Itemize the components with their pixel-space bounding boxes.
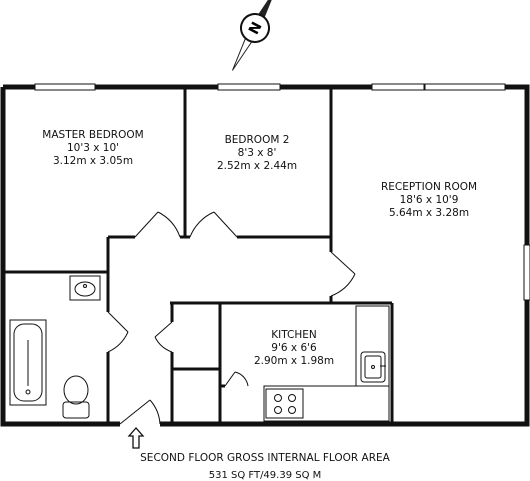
- room-imperial: 8'3 x 8': [237, 147, 277, 159]
- room-metric: 3.12m x 3.05m: [52, 155, 134, 167]
- room-name: RECEPTION ROOM: [380, 181, 478, 193]
- doors: [107, 211, 356, 425]
- room-metric: 2.52m x 2.44m: [216, 160, 298, 172]
- room-metric: 5.64m x 3.28m: [388, 207, 470, 219]
- room-label-kitchen: KITCHEN 9'6 x 6'6 2.90m x 1.98m: [254, 329, 334, 368]
- room-name: BEDROOM 2: [224, 134, 290, 146]
- room-name: MASTER BEDROOM: [42, 129, 144, 141]
- bath-icon: [9, 319, 47, 406]
- room-imperial: 9'6 x 6'6: [271, 342, 317, 354]
- hob-icon: [265, 388, 304, 419]
- floor-area-title: SECOND FLOOR GROSS INTERNAL FLOOR AREA: [140, 452, 390, 464]
- room-label-reception-room: RECEPTION ROOM 18'6 x 10'9 5.64m x 3.28m: [381, 181, 477, 220]
- room-imperial: 10'3 x 10': [66, 142, 120, 154]
- entrance-arrow-icon: [127, 427, 145, 449]
- toilet-icon: [62, 375, 90, 419]
- room-imperial: 18'6 x 10'9: [399, 194, 459, 206]
- room-metric: 2.90m x 1.98m: [253, 355, 335, 367]
- room-label-master-bedroom: MASTER BEDROOM 10'3 x 10' 3.12m x 3.05m: [42, 129, 143, 168]
- basin-icon: [69, 275, 101, 301]
- kitchen-counters: [263, 305, 390, 422]
- sink-icon: [360, 351, 386, 383]
- floor-area-value: 531 SQ FT/49.39 SQ M: [208, 470, 322, 481]
- interior-walls: [3, 87, 394, 424]
- room-label-bedroom-2: BEDROOM 2 8'3 x 8' 2.52m x 2.44m: [217, 134, 297, 173]
- windows: [34, 83, 530, 301]
- compass-north-icon: [232, 0, 278, 71]
- room-name: KITCHEN: [271, 329, 317, 341]
